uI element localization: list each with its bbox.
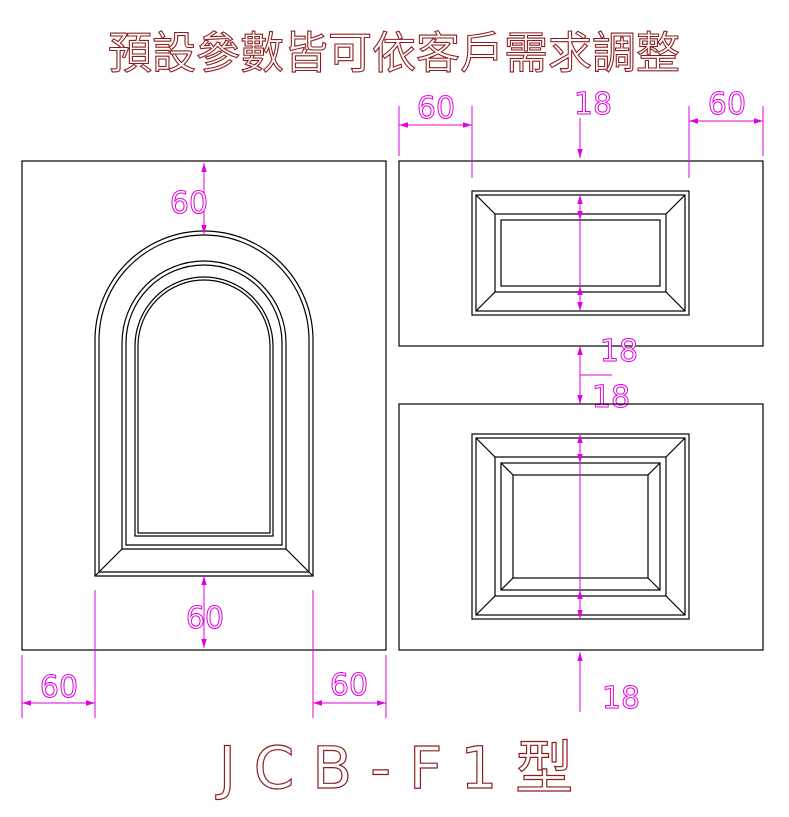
arch-frame-inner: [134, 276, 274, 537]
right-top-dimensions: 60 60 18: [398, 87, 764, 178]
arch-frame-inner-2: [137, 279, 271, 534]
arch-frame-outer: [94, 230, 314, 577]
bevel-line: [665, 291, 686, 312]
right-bottom-panel: [398, 403, 764, 651]
dim-left-right: 60: [330, 668, 368, 703]
dim-between-lower: 18: [592, 380, 630, 415]
dim-left-bottom: 60: [186, 601, 224, 636]
model-label: JCB-F1型: [216, 734, 592, 802]
right-bottom-panel-outline: [398, 403, 764, 651]
bevel-line: [285, 548, 314, 577]
left-panel-dimensions: 60 60 60 60: [21, 163, 387, 718]
dim-rb-bottom: 18: [602, 681, 640, 716]
bevel-line: [647, 462, 661, 476]
right-top-panel-outline: [398, 160, 764, 347]
between-panels-dimensions: 18 18: [577, 334, 639, 416]
dim-left-left: 60: [40, 670, 78, 705]
dim-rt-left: 60: [417, 91, 455, 126]
bevel-line: [475, 595, 496, 616]
bevel-line: [475, 291, 496, 312]
bevel-line: [665, 595, 686, 616]
right-top-panel: [398, 160, 764, 347]
arch-frame-middle-2: [125, 264, 283, 546]
left-panel-outline: [21, 160, 387, 651]
bevel-line: [500, 577, 514, 591]
bevel-line: [647, 577, 661, 591]
bevel-line: [475, 437, 496, 458]
bevel-line: [665, 437, 686, 458]
arch-frame-outer-2: [98, 234, 310, 573]
right-bottom-dimensions: 18: [577, 652, 641, 717]
dim-rt-right: 60: [708, 87, 746, 122]
bevel-line: [94, 548, 123, 577]
bevel-line: [500, 462, 514, 476]
arch-frame-middle: [121, 260, 287, 550]
bevel-line: [475, 194, 496, 215]
drawing-title: 預設參數皆可依客戶需求調整: [108, 28, 680, 79]
frame-outer: [471, 190, 690, 316]
dim-left-top: 60: [170, 186, 208, 221]
dim-rt-top: 18: [574, 87, 612, 122]
bevel-line: [665, 194, 686, 215]
dim-between-upper: 18: [600, 334, 638, 369]
left-door-panel: [21, 160, 387, 651]
